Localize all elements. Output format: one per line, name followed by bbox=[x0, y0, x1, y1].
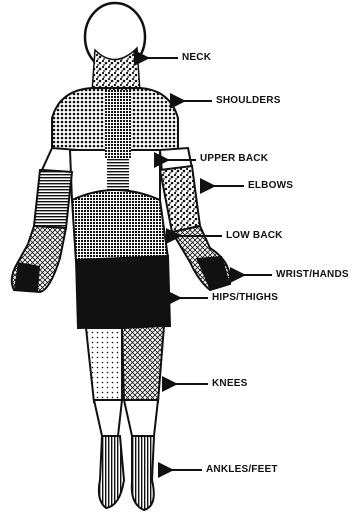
left-knee bbox=[86, 328, 122, 402]
label-elbows: ELBOWS bbox=[248, 180, 293, 191]
upper-back-spine bbox=[105, 90, 131, 158]
label-ankles-feet: ANKLES/FEET bbox=[206, 464, 278, 475]
left-shin bbox=[94, 400, 122, 436]
label-knees: KNEES bbox=[212, 378, 247, 389]
label-hips-thighs: HIPS/THIGHS bbox=[212, 292, 278, 303]
label-low-back: LOW BACK bbox=[226, 230, 283, 241]
left-elbow bbox=[34, 170, 72, 228]
low-back-region bbox=[72, 190, 168, 262]
left-ankle-foot bbox=[99, 436, 124, 508]
right-knee bbox=[122, 326, 164, 402]
right-elbow bbox=[160, 166, 200, 232]
label-upper-back: UPPER BACK bbox=[200, 153, 268, 164]
left-hand-dark bbox=[14, 262, 40, 292]
label-shoulders: SHOULDERS bbox=[216, 95, 281, 106]
right-ankle-foot bbox=[132, 436, 154, 510]
hips-thighs-region bbox=[76, 256, 170, 328]
right-shin bbox=[124, 400, 158, 436]
label-neck: NECK bbox=[182, 52, 211, 63]
label-wrist-hands: WRIST/HANDS bbox=[276, 269, 349, 280]
